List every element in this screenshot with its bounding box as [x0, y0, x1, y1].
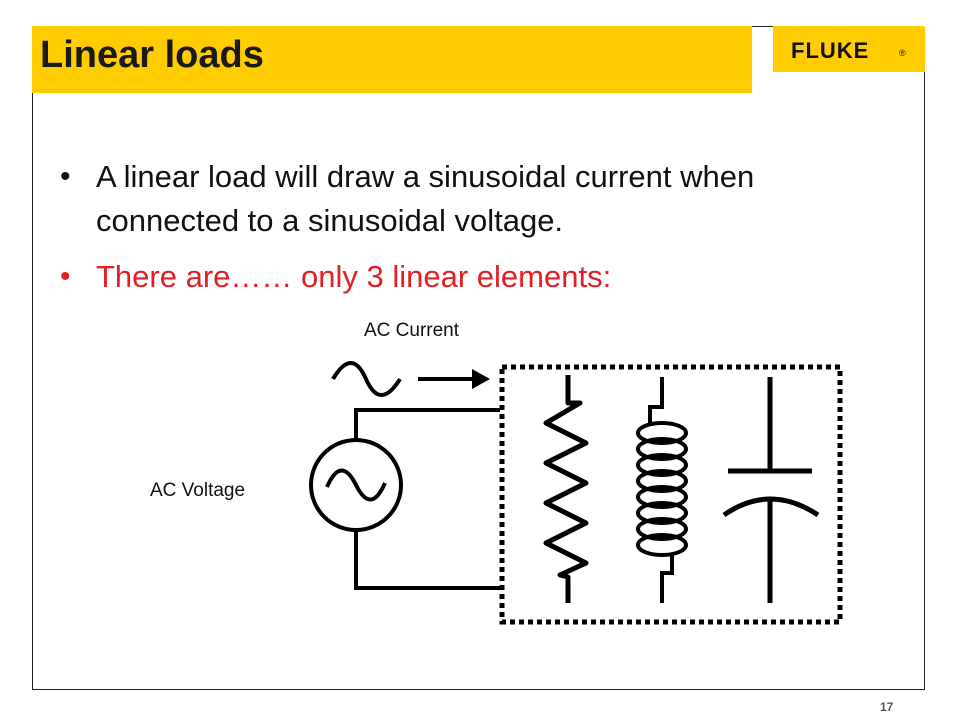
ac-current-label: AC Current [364, 320, 460, 341]
resistor-icon [543, 375, 589, 603]
bullet-list: A linear load will draw a sinusoidal cur… [60, 155, 880, 311]
capacitor-icon [722, 377, 820, 603]
slide-title: Linear loads [40, 34, 264, 76]
bullet-item-highlight: There are…… only 3 linear elements: [60, 255, 880, 299]
inductor-icon [636, 377, 688, 603]
ac-source-icon [309, 438, 403, 532]
logo-text: FLUKE [791, 38, 869, 63]
fluke-logo-mark: FLUKE ® [791, 38, 906, 63]
current-arrow-icon [418, 369, 490, 389]
fluke-logo: FLUKE ® [773, 26, 925, 72]
circuit-wires [354, 408, 500, 590]
title-bar [32, 26, 752, 93]
linear-load-circuit [309, 361, 843, 625]
sine-wave-icon [331, 361, 402, 397]
page-number: 17 [880, 700, 894, 714]
bullet-item: A linear load will draw a sinusoidal cur… [60, 155, 880, 243]
ac-voltage-label: AC Voltage [150, 480, 246, 501]
load-box [499, 364, 843, 625]
logo-registered: ® [899, 48, 906, 58]
